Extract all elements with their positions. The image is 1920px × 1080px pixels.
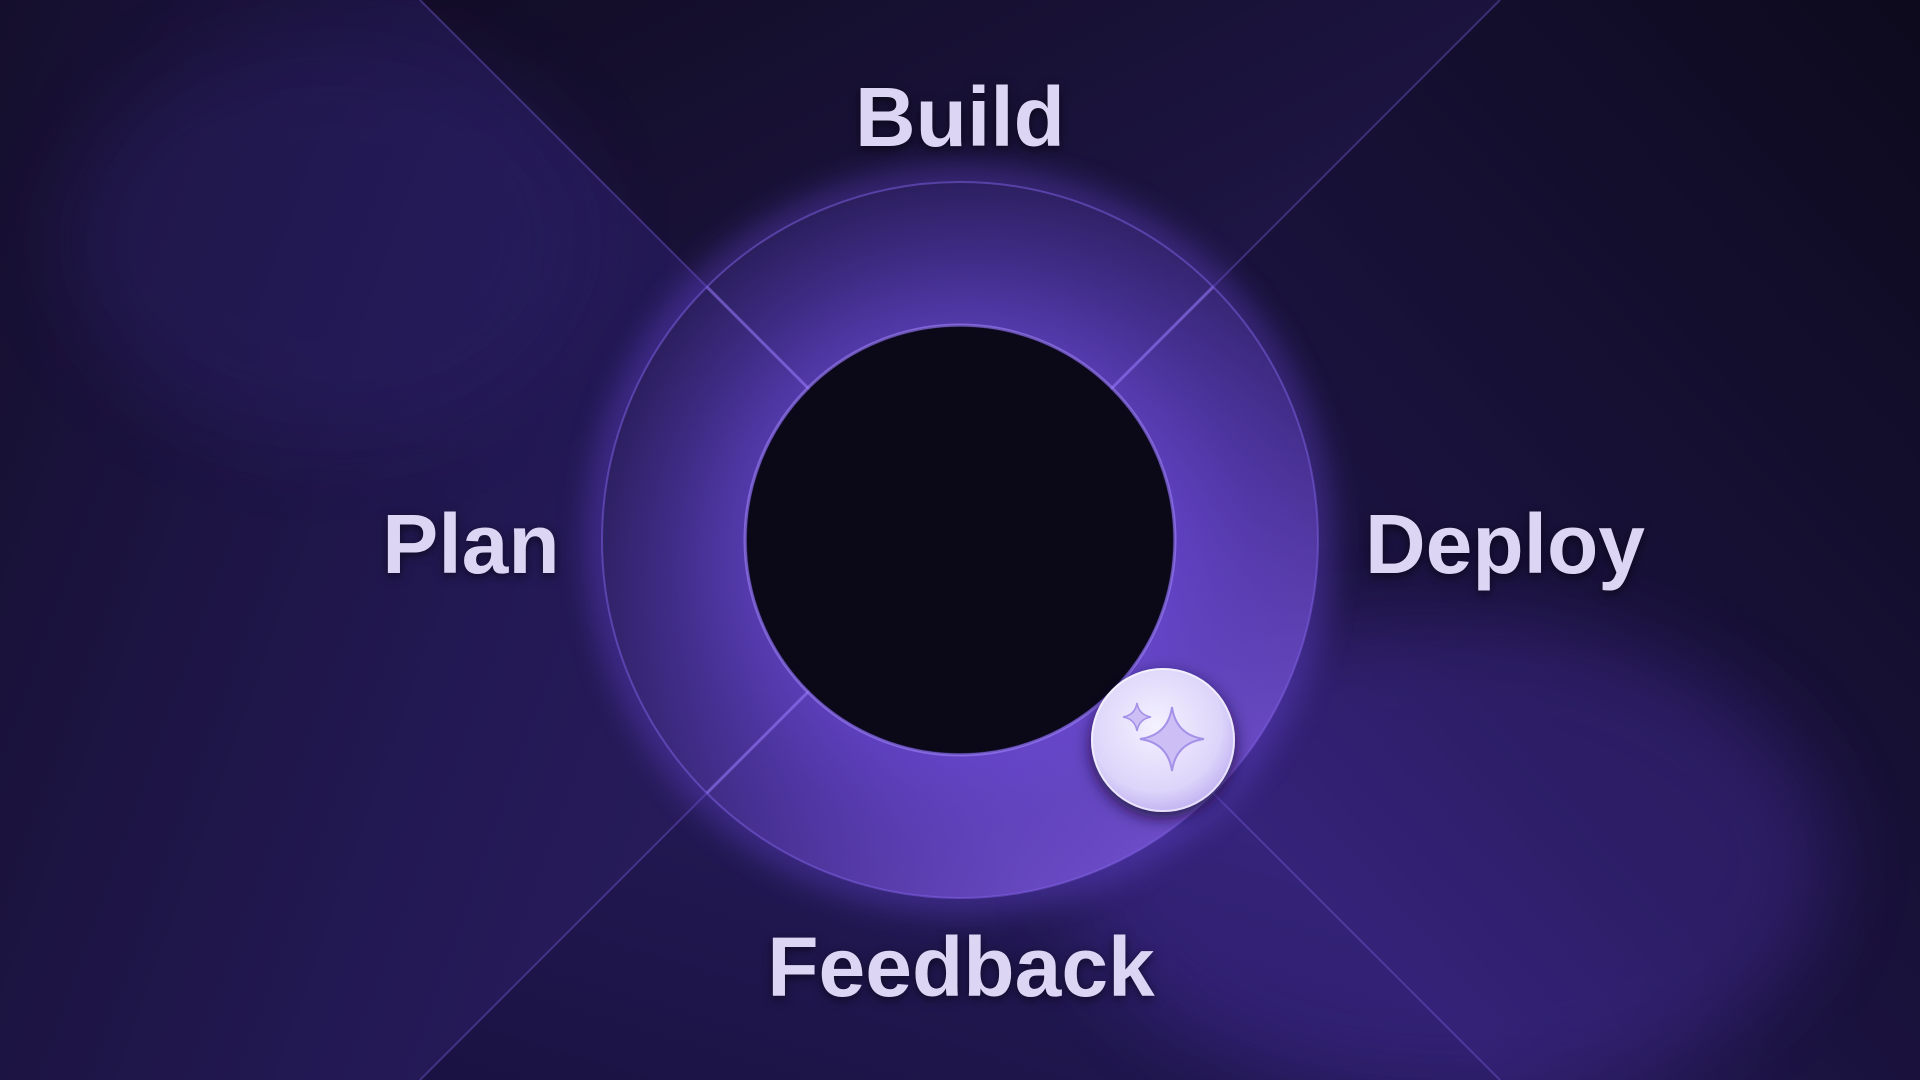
stage-label-build: Build — [855, 70, 1065, 164]
stage-label-deploy: Deploy — [1364, 497, 1646, 591]
progress-marker[interactable] — [1091, 668, 1235, 812]
stage-label-plan: Plan — [382, 497, 560, 591]
sparkle-icon — [1122, 702, 1205, 772]
stage-label-feedback: Feedback — [767, 920, 1155, 1014]
center-hole — [747, 327, 1173, 753]
